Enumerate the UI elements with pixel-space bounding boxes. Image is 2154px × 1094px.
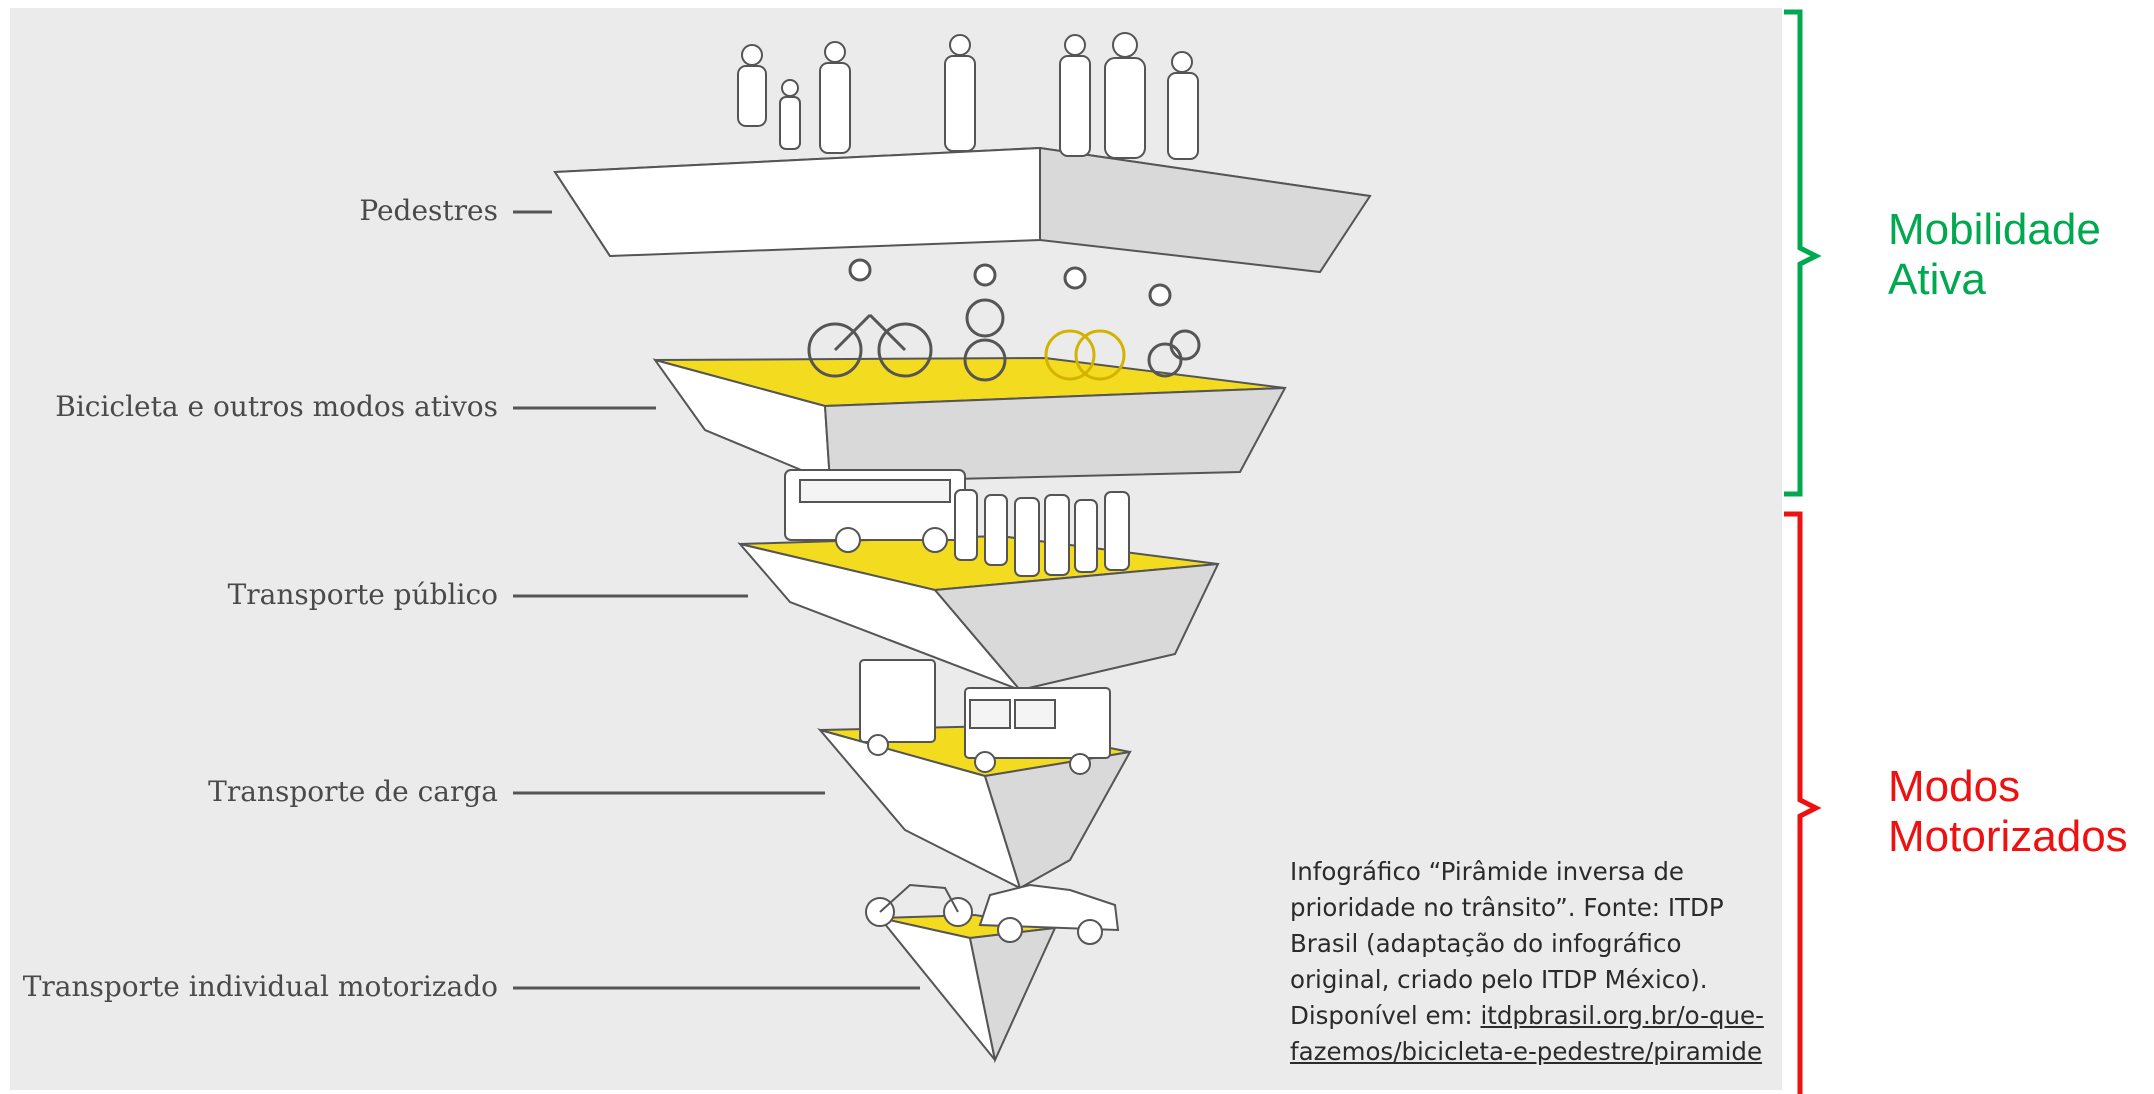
caption-text: Infográfico “Pirâmide inversa de priorid… <box>1290 857 1724 1030</box>
motorcycle-and-car <box>865 883 1120 945</box>
category-motorized-line2: Motorizados <box>1888 812 2128 861</box>
pedestrian-figures <box>737 32 1199 160</box>
level-label-public-transport: Transporte público <box>227 578 498 611</box>
pedestrian-group-2 <box>944 34 976 152</box>
category-active-mobility: Mobilidade Ativa <box>1888 205 2101 305</box>
passenger-group <box>954 489 1130 577</box>
pedestrian-group-3 <box>1059 32 1199 160</box>
cyclist-figures <box>807 258 1201 382</box>
level-pedestrians-slab <box>553 146 1372 274</box>
level-label-cargo: Transporte de carga <box>208 775 498 808</box>
category-active-line2: Ativa <box>1888 255 1986 304</box>
level-label-individual-motorized: Transporte individual motorizado <box>22 970 498 1003</box>
caption-link[interactable]: itdpbrasil.org.br/o-que-fazemos/biciclet… <box>1290 1001 1764 1066</box>
level-label-bicycle: Bicicleta e outros modos ativos <box>55 390 498 423</box>
category-motorized-modes: Modos Motorizados <box>1888 762 2128 862</box>
category-motorized-line1: Modos <box>1888 762 2021 811</box>
bracket-active-mobility <box>1784 9 1822 497</box>
category-active-line1: Mobilidade <box>1888 205 2101 254</box>
bracket-motorized-modes <box>1784 511 1822 1094</box>
cargo-trucks <box>859 659 1111 775</box>
leader-lines <box>513 210 920 990</box>
source-caption: Infográfico “Pirâmide inversa de priorid… <box>1290 854 1770 1070</box>
level-public-transport-slab <box>737 534 1220 692</box>
bus-and-passengers <box>784 469 1130 577</box>
pedestrian-group-1 <box>737 41 851 154</box>
level-bicycle-slab <box>652 356 1287 484</box>
level-label-pedestrians: Pedestres <box>359 194 498 227</box>
level-individual-motorized-slab <box>877 913 1057 1064</box>
